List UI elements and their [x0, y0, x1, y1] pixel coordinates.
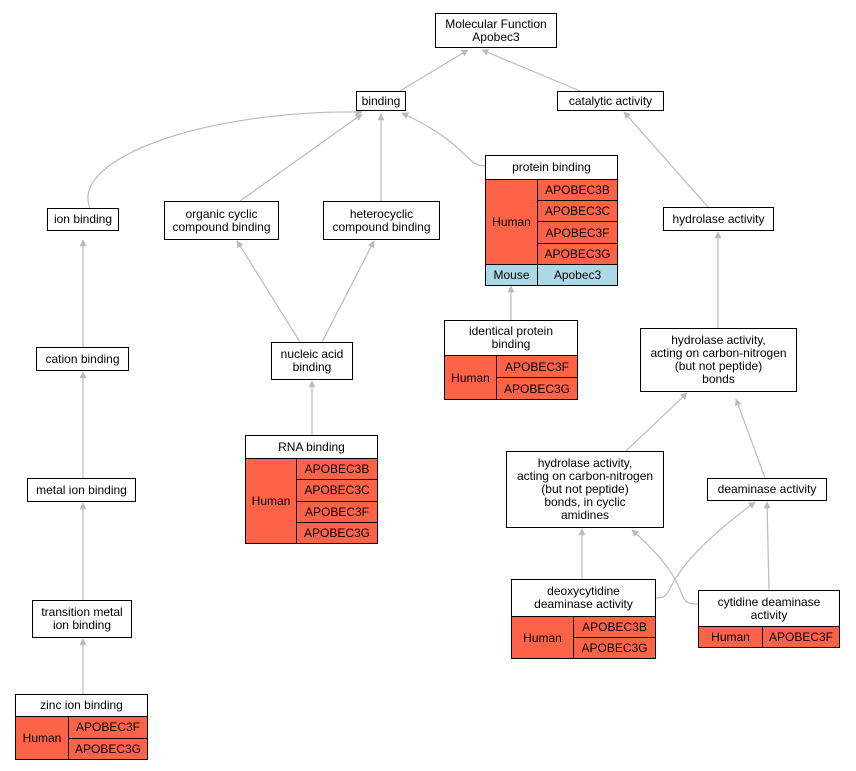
node-title: zinc ion binding	[40, 698, 123, 712]
node-title: protein binding	[512, 160, 591, 174]
gene-cell[interactable]: APOBEC3B	[582, 620, 647, 634]
node-hydrolase-activity[interactable]: hydrolase activity	[663, 207, 774, 231]
edge-deaminase-to-hydrolase-cn	[734, 398, 766, 479]
species-group-human: Human APOBEC3F APOBEC3G	[16, 717, 147, 759]
species-label: Human	[512, 617, 574, 658]
node-title: metal ion binding	[36, 482, 127, 497]
gene-cell[interactable]: Apobec3	[553, 267, 602, 282]
edge-organic-cyclic-to-binding	[239, 113, 363, 202]
gene-cell[interactable]: APOBEC3F	[297, 500, 377, 522]
species-group-human: Human APOBEC3F	[699, 627, 839, 647]
gene-cell[interactable]: APOBEC3G	[574, 637, 655, 658]
node-title: transition metal ion binding	[41, 605, 123, 632]
node-metal-ion-binding[interactable]: metal ion binding	[27, 478, 136, 502]
node-title: deoxycytidine deaminase activity	[534, 584, 633, 611]
node-title: hydrolase activity	[672, 211, 765, 226]
gene-cell[interactable]: APOBEC3G	[297, 521, 377, 543]
species-label: Human	[246, 459, 297, 543]
gene-cell[interactable]: APOBEC3C	[297, 479, 377, 500]
gene-list: APOBEC3F	[763, 627, 839, 647]
species-label: Mouse	[486, 264, 538, 285]
node-title: cytidine deaminase activity	[717, 594, 821, 622]
edge-hydrolase-to-catalytic	[623, 111, 709, 208]
gene-cell[interactable]: APOBEC3F	[768, 630, 834, 644]
node-title: hydrolase activity, acting on carbon-nit…	[516, 456, 654, 522]
edge-protein-binding-to-binding	[401, 112, 486, 167]
gene-cell[interactable]: APOBEC3C	[538, 200, 617, 221]
node-hydrolase-cn-bonds[interactable]: hydrolase activity, acting on carbon-nit…	[640, 328, 797, 392]
node-title: cation binding	[45, 351, 120, 366]
node-title: ion binding	[53, 212, 113, 226]
gene-cell[interactable]: APOBEC3F	[504, 359, 570, 374]
species-group-human: Human APOBEC3F APOBEC3G	[445, 356, 577, 399]
edge-binding-to-molecular-function	[399, 49, 469, 92]
gene-cell[interactable]: APOBEC3G	[69, 737, 147, 760]
node-deaminase-activity[interactable]: deaminase activity	[707, 478, 827, 501]
gene-table: Human APOBEC3F	[699, 626, 839, 647]
gene-table: Human APOBEC3F APOBEC3G	[445, 355, 577, 399]
node-title: heterocyclic compound binding	[332, 206, 431, 234]
node-catalytic-activity[interactable]: catalytic activity	[557, 91, 664, 111]
species-group-mouse: Mouse Apobec3	[486, 263, 617, 285]
node-cytidine-deaminase-activity[interactable]: cytidine deaminase activity Human APOBEC3…	[698, 590, 840, 648]
gene-list: APOBEC3B APOBEC3G	[574, 617, 655, 658]
node-binding[interactable]: binding	[356, 91, 406, 111]
node-title: catalytic activity	[568, 93, 653, 108]
gene-cell[interactable]: APOBEC3B	[545, 183, 610, 198]
gene-cell[interactable]: APOBEC3F	[538, 221, 617, 242]
node-molecular-function[interactable]: Molecular Function Apobec3	[435, 13, 557, 48]
node-cation-binding[interactable]: cation binding	[36, 347, 129, 371]
gene-cell[interactable]: APOBEC3B	[304, 462, 370, 477]
edge-cytidine-to-deaminase	[763, 501, 771, 591]
gene-table: Human APOBEC3B APOBEC3G	[512, 616, 655, 658]
node-title: RNA binding	[278, 439, 345, 454]
node-nucleic-acid-binding[interactable]: nucleic acid binding	[271, 342, 353, 380]
node-zinc-ion-binding[interactable]: zinc ion binding Human APOBEC3F APOBEC3G	[15, 694, 148, 760]
edge-cyclic-to-hydrolase-cn	[625, 392, 688, 452]
node-heterocyclic-compound-binding[interactable]: heterocyclic compound binding	[323, 201, 440, 240]
edge-deoxycytidine-to-deaminase	[655, 501, 756, 599]
edge-catalytic-to-molecular-function	[481, 49, 581, 92]
node-title: organic cyclic compound binding	[172, 206, 271, 234]
gene-cell[interactable]: APOBEC3F	[75, 720, 141, 735]
species-label: Human	[699, 627, 763, 647]
node-title: binding	[361, 93, 401, 108]
species-group-human: Human APOBEC3B APOBEC3G	[512, 617, 655, 658]
node-title: nucleic acid binding	[280, 347, 344, 374]
node-title: hydrolase activity, acting on carbon-nit…	[650, 333, 787, 386]
gene-list: APOBEC3F APOBEC3G	[69, 717, 147, 759]
gene-cell[interactable]: APOBEC3G	[497, 377, 577, 399]
gene-table: Human APOBEC3F APOBEC3G	[16, 716, 147, 759]
node-transition-metal-ion-binding[interactable]: transition metal ion binding	[32, 600, 132, 638]
node-hydrolase-cn-cyclic-amidines[interactable]: hydrolase activity, acting on carbon-nit…	[506, 451, 664, 528]
species-label: Human	[486, 180, 538, 264]
node-organic-cyclic-compound-binding[interactable]: organic cyclic compound binding	[164, 201, 279, 240]
gene-cell[interactable]: APOBEC3G	[538, 242, 617, 264]
gene-list: APOBEC3F APOBEC3G	[497, 356, 577, 399]
node-title: deaminase activity	[717, 482, 817, 496]
node-ion-binding[interactable]: ion binding	[47, 208, 119, 231]
node-title: Molecular Function Apobec3	[445, 16, 547, 44]
edge-nucleic-acid-to-organic-cyclic	[236, 240, 301, 343]
edge-cytidine-to-cyclic	[631, 529, 699, 605]
node-title: identical protein binding	[468, 324, 554, 351]
species-label: Human	[445, 356, 497, 399]
gene-list: Apobec3	[538, 265, 617, 285]
edge-ion-binding-to-binding	[87, 108, 363, 209]
species-label: Human	[16, 717, 69, 759]
edge-nucleic-acid-to-heterocyclic	[321, 240, 375, 343]
